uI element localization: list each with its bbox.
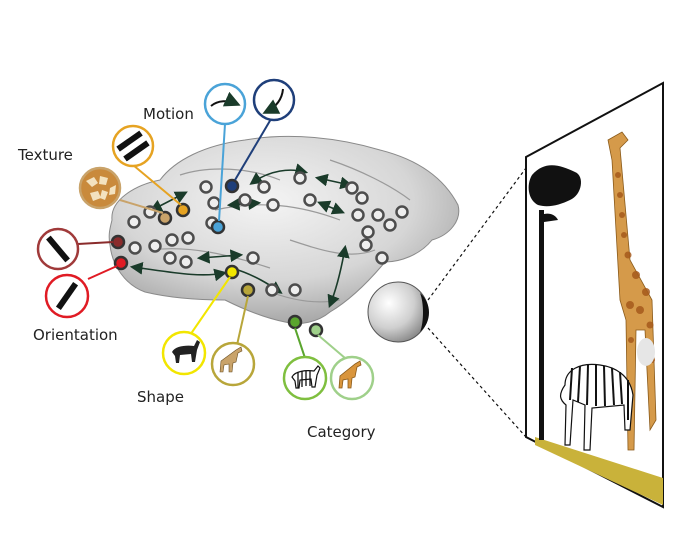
zebra-figure: [560, 363, 634, 451]
curved-arrow-down-left-icon: [262, 88, 284, 114]
zebra-outline-icon: [172, 340, 200, 363]
shape-node-light: [224, 264, 240, 280]
motion-label: Motion: [143, 105, 194, 123]
giraffe-outline-icon: [219, 346, 243, 373]
orientation-label: Orientation: [33, 326, 118, 344]
feature-nodes: [110, 178, 324, 338]
diagonal-bar-right-icon: [55, 281, 79, 311]
category-feature-circles: [282, 355, 375, 401]
orientation-node-dark: [113, 255, 129, 271]
curved-arrow-right-icon: [210, 91, 241, 107]
scene-panel: [525, 81, 664, 509]
shape-feature-circles: [161, 330, 256, 387]
tree-silhouette: [528, 165, 582, 440]
feature-leader-lines: [77, 118, 346, 359]
diagonal-bar-left-icon: [46, 235, 70, 263]
zebra-icon: [291, 365, 321, 389]
motion-node-dark: [224, 178, 240, 194]
texture-node-light: [157, 210, 173, 226]
motion-feature-circles: [203, 78, 296, 126]
texture-feature-circles: [78, 124, 155, 210]
projection-lines: [427, 167, 527, 438]
giraffe-icon: [338, 360, 362, 389]
eye: [367, 281, 429, 343]
texture-label: Texture: [18, 146, 73, 164]
texture-node-dark: [175, 202, 191, 218]
shape-label: Shape: [137, 388, 184, 406]
orientation-node-light: [110, 234, 126, 250]
shape-node-dark: [240, 282, 256, 298]
category-node-dark: [287, 314, 303, 330]
orientation-feature-circles: [36, 227, 90, 319]
giraffe-figure: [607, 131, 657, 451]
category-node-light: [308, 322, 324, 338]
stripes-icon: [116, 130, 150, 162]
giraffe-pattern-icon: [86, 176, 116, 201]
motion-node-light: [210, 219, 226, 235]
category-label: Category: [307, 423, 376, 441]
